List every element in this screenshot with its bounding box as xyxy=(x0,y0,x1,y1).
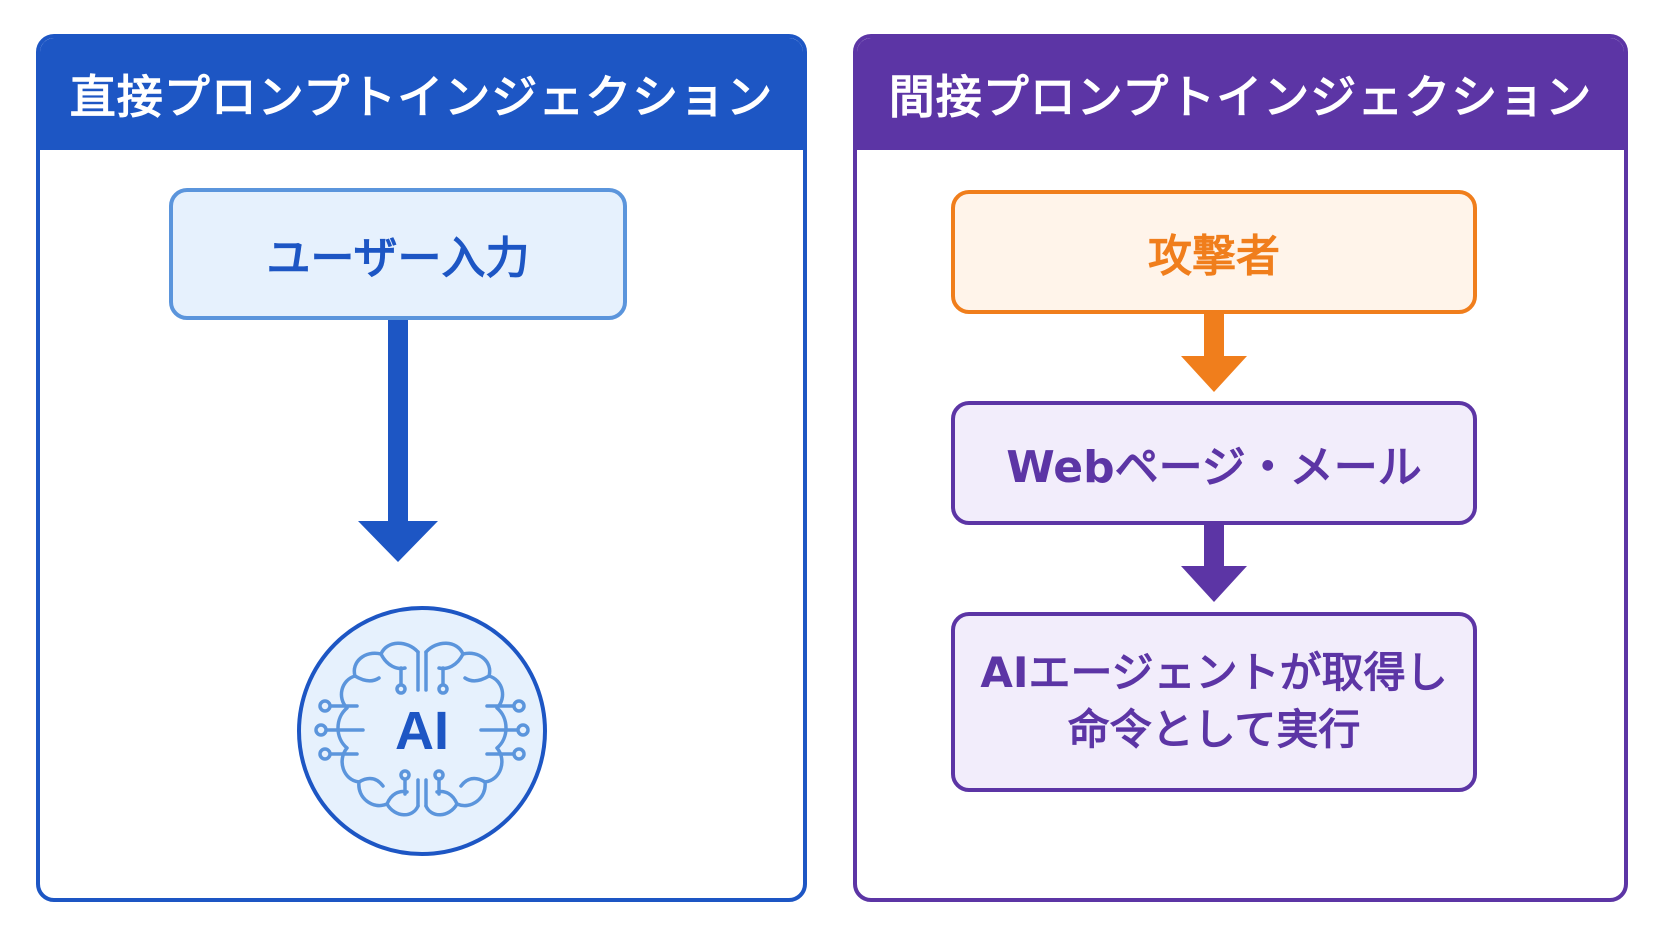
user-input-box: ユーザー入力 xyxy=(169,188,627,320)
indirect-injection-title: 間接プロンプトインジェクション xyxy=(857,38,1624,150)
attacker-box: 攻撃者 xyxy=(951,190,1477,314)
ai-agent-label-line1: AIエージェントが取得し xyxy=(980,648,1448,698)
down-arrow-icon xyxy=(1181,525,1247,602)
ai-label: AI xyxy=(395,701,449,761)
ai-agent-box: AIエージェントが取得し 命令として実行 xyxy=(951,612,1477,792)
brain-circuit-icon xyxy=(314,641,530,817)
indirect-injection-panel: 間接プロンプトインジェクション 攻撃者 Webページ・メール AIエージェントが… xyxy=(853,34,1628,902)
webpage-mail-label: Webページ・メール xyxy=(1006,442,1422,493)
direct-injection-title: 直接プロンプトインジェクション xyxy=(40,38,803,150)
direct-injection-panel: 直接プロンプトインジェクション ユーザー入力 xyxy=(36,34,807,902)
user-input-label: ユーザー入力 xyxy=(266,233,530,284)
ai-agent-label-line2: 命令として実行 xyxy=(1067,705,1361,754)
down-arrow-icon xyxy=(1181,314,1247,392)
webpage-mail-box: Webページ・メール xyxy=(951,401,1477,525)
down-arrow-icon xyxy=(358,320,438,562)
ai-node: AI xyxy=(297,606,547,856)
attacker-label: 攻撃者 xyxy=(1148,231,1280,282)
